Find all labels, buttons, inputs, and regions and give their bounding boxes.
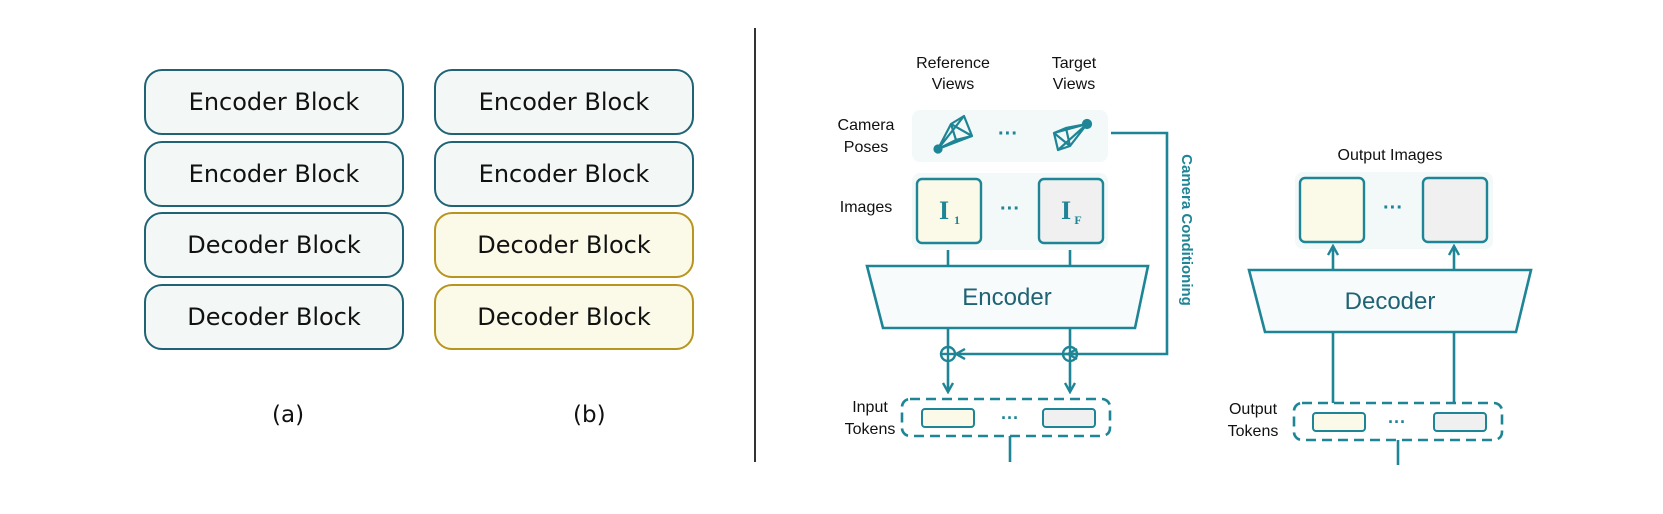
image-symbol: I — [1061, 196, 1071, 225]
decoder-module — [1247, 268, 1533, 334]
ellipsis: ··· — [998, 123, 1018, 145]
camera-frustum-icon — [1052, 118, 1093, 152]
ellipsis: ··· — [1001, 408, 1019, 428]
camera-poses-label: Camera — [838, 117, 895, 134]
encoder-module — [865, 264, 1150, 330]
output-token — [1433, 412, 1487, 432]
decoder-block: Decoder Block — [144, 284, 404, 350]
input-image-last — [1037, 177, 1105, 245]
reference-views-label: Reference — [916, 55, 990, 72]
image-symbol: I — [939, 196, 949, 225]
camera-conditioning-label: Camera Conditioning — [1178, 154, 1195, 306]
output-tokens-label: Tokens — [1228, 423, 1279, 440]
panel-divider — [754, 28, 756, 462]
target-views-label: Views — [1053, 76, 1095, 93]
output-image-last — [1421, 176, 1489, 244]
input-image-first — [915, 177, 983, 245]
decoder-label: Decoder — [1345, 288, 1436, 315]
encoder-label: Encoder — [962, 284, 1051, 311]
images-label: Images — [840, 199, 892, 216]
decoder-block-highlighted: Decoder Block — [434, 284, 694, 350]
output-tokens-group — [1292, 401, 1504, 442]
encoder-block: Encoder Block — [434, 69, 694, 135]
output-image-first — [1298, 176, 1366, 244]
output-tokens-label: Output — [1229, 401, 1278, 418]
output-token — [1312, 412, 1366, 432]
camera-poses-label: Poses — [844, 139, 888, 156]
input-tokens-group — [900, 397, 1112, 438]
camera-frustum-icon — [933, 114, 974, 154]
image-subscript: 1 — [954, 213, 960, 227]
plus-circle-icon — [939, 345, 957, 363]
reference-views-label: Views — [932, 76, 974, 93]
image-subscript: F — [1074, 213, 1081, 227]
ellipsis: ··· — [1383, 197, 1403, 219]
target-views-label: Target — [1052, 55, 1097, 72]
camera-conditioning-connector — [1068, 131, 1169, 354]
decoder-block-highlighted: Decoder Block — [434, 212, 694, 278]
caption-b: (b) — [573, 402, 606, 428]
input-token — [1042, 408, 1096, 428]
encoder-block: Encoder Block — [144, 69, 404, 135]
input-token — [921, 408, 975, 428]
caption-a: (a) — [272, 402, 305, 428]
decoder-block: Decoder Block — [144, 212, 404, 278]
output-images-label: Output Images — [1338, 147, 1443, 164]
plus-circle-icon — [1061, 345, 1079, 363]
encoder-block: Encoder Block — [144, 141, 404, 207]
encoder-block: Encoder Block — [434, 141, 694, 207]
ellipsis: ··· — [1388, 412, 1406, 432]
input-tokens-label: Input — [852, 399, 888, 416]
input-tokens-label: Tokens — [845, 421, 896, 438]
ellipsis: ··· — [1000, 198, 1020, 220]
